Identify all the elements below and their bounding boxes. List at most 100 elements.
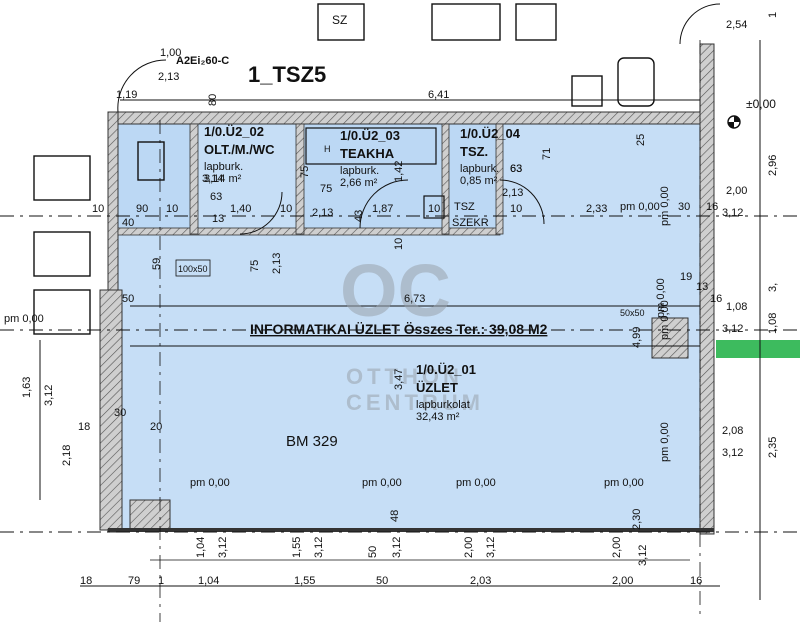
dim-label: 6,41 [428, 89, 449, 101]
dim-label: 2,03 [470, 575, 491, 587]
dim-label: 10 [166, 203, 178, 215]
room-area: 2,66 m² [340, 177, 378, 189]
room-floor: lapburkolat [416, 399, 470, 411]
dim-label: 3, [767, 283, 779, 292]
dimension-labels: 1,00 2,13 1,19 80 6,41 2,54 1 2,96 2,00 … [21, 12, 779, 587]
dim-label: 3,12 [637, 545, 649, 566]
room-label-wc: 1/0.Ü2_02 OLT./M./WC lapburk. 3,14 m² [204, 124, 275, 185]
dim-label: 3,14 [202, 173, 223, 185]
door-arc-right-top [679, 3, 721, 45]
dim-label: 3,12 [722, 323, 743, 335]
door-tag: A2Ei₂60-C [176, 55, 229, 67]
dim-label: 43 [353, 210, 365, 222]
dim-label: 63 [210, 191, 222, 203]
wall-top [107, 111, 707, 125]
door-arc-top-left [117, 59, 167, 113]
door-arc-wc [239, 191, 283, 235]
dim-label: 30 [114, 407, 126, 419]
dim-label: 2,96 [767, 155, 779, 176]
pm-label: pm 0,00 [456, 477, 496, 489]
watermark-line2: CENTRUM [346, 390, 484, 415]
room-label-tsz: 1/0.Ü2_04 TSZ. lapburk. 0,85 m² [460, 126, 521, 187]
dim-label: 63 [510, 163, 522, 175]
watermark-big: OC [340, 249, 451, 332]
room-fill-tsz [448, 122, 500, 234]
partition-wc [189, 123, 199, 235]
dim-label: 2,18 [61, 445, 73, 466]
room-code: 1/0.Ü2_01 [416, 362, 476, 377]
door-arc-kitchen [359, 179, 409, 229]
opening-label-100x50: 100x50 [178, 264, 208, 274]
dim-label: 20 [150, 421, 162, 433]
seat-2 [33, 231, 91, 277]
dim-label: 2,13 [158, 71, 179, 83]
room-code: 1/0.Ü2_03 [340, 128, 400, 143]
h-label: H [324, 144, 331, 154]
dim-label: 3,12 [722, 447, 743, 459]
dim-label: 50 [367, 546, 379, 558]
dim-label: 1,55 [291, 537, 303, 558]
dim-label: 13 [696, 281, 708, 293]
room-name: TSZ. [460, 144, 488, 159]
room-name: ÜZLET [416, 380, 458, 395]
dim-label: 4,99 [631, 327, 643, 348]
room-label-shop: 1/0.Ü2_01 ÜZLET lapburkolat 32,43 m² [416, 362, 476, 423]
pm-label: pm 0,00 [659, 300, 671, 340]
dim-label: 2,13 [502, 187, 523, 199]
tsz-box [423, 195, 445, 219]
dim-label: 2,33 [586, 203, 607, 215]
dim-label: 63 [510, 163, 522, 175]
dim-label: 2,35 [767, 437, 779, 458]
opening-box-100x50 [175, 259, 211, 277]
stair-block-top-1 [317, 3, 365, 41]
dim-label: 16 [706, 201, 718, 213]
sz-label: SZ [332, 13, 347, 27]
dim-label: 10 [510, 203, 522, 215]
tsz-label: TSZ [454, 201, 475, 213]
green-marker [716, 340, 800, 358]
sink-top [571, 75, 603, 107]
dim-label: 90 [136, 203, 148, 215]
room-name: OLT./M./WC [204, 142, 275, 157]
watermark-line1: OTTHON [346, 364, 463, 389]
pm-label: pm 0,00 [659, 422, 671, 462]
dim-label: 2,00 [612, 575, 633, 587]
room-area: 0,85 m² [460, 175, 498, 187]
dim-label: 1 [158, 575, 164, 587]
pm-label: pm 0,00 [4, 313, 44, 325]
dim-label: 2,13 [271, 253, 283, 274]
partition-kitchen-right [441, 123, 450, 235]
dim-label: 2,54 [726, 19, 747, 31]
dim-label: 50 [122, 293, 134, 305]
dim-label: 2,00 [463, 537, 475, 558]
dim-label: 3,12 [391, 537, 403, 558]
pm-label: pm 0,00 [655, 278, 667, 318]
pm-label: pm 0,00 [362, 477, 402, 489]
dim-label: 3,12 [485, 537, 497, 558]
dim-label: 3,47 [393, 369, 405, 390]
dim-label: 10 [92, 203, 104, 215]
dim-label: 1,63 [21, 377, 33, 398]
dim-label: 19 [680, 271, 692, 283]
room-label-kitchen: 1/0.Ü2_03 TEAKHA lapburk. 2,66 m² [340, 128, 400, 189]
room-name: TEAKHA [340, 146, 395, 161]
dim-label: 10 [428, 203, 440, 215]
dim-label: 79 [128, 575, 140, 587]
dim-label: 16 [710, 293, 722, 305]
room-fill-kitchen [302, 122, 442, 234]
wall-right [699, 43, 715, 535]
dim-label: 50 [376, 575, 388, 587]
dim-label: 6,73 [404, 293, 425, 305]
dim-label: 2,30 [631, 509, 643, 530]
dim-label: 80 [207, 94, 219, 106]
dim-label: 3,12 [722, 207, 743, 219]
pm-labels: pm 0,00 pm 0,00 pm 0,00 pm 0,00 pm 0,00 … [4, 186, 671, 489]
dim-label: 1,40 [230, 203, 251, 215]
dim-label: 71 [541, 148, 553, 160]
dim-label: 1,55 [294, 575, 315, 587]
dim-label: 40 [122, 217, 134, 229]
dim-label: 2,13 [312, 207, 333, 219]
room-fill-wc [118, 122, 192, 234]
dim-label: 1,08 [767, 313, 779, 334]
partition-kitchen-left [295, 123, 305, 235]
